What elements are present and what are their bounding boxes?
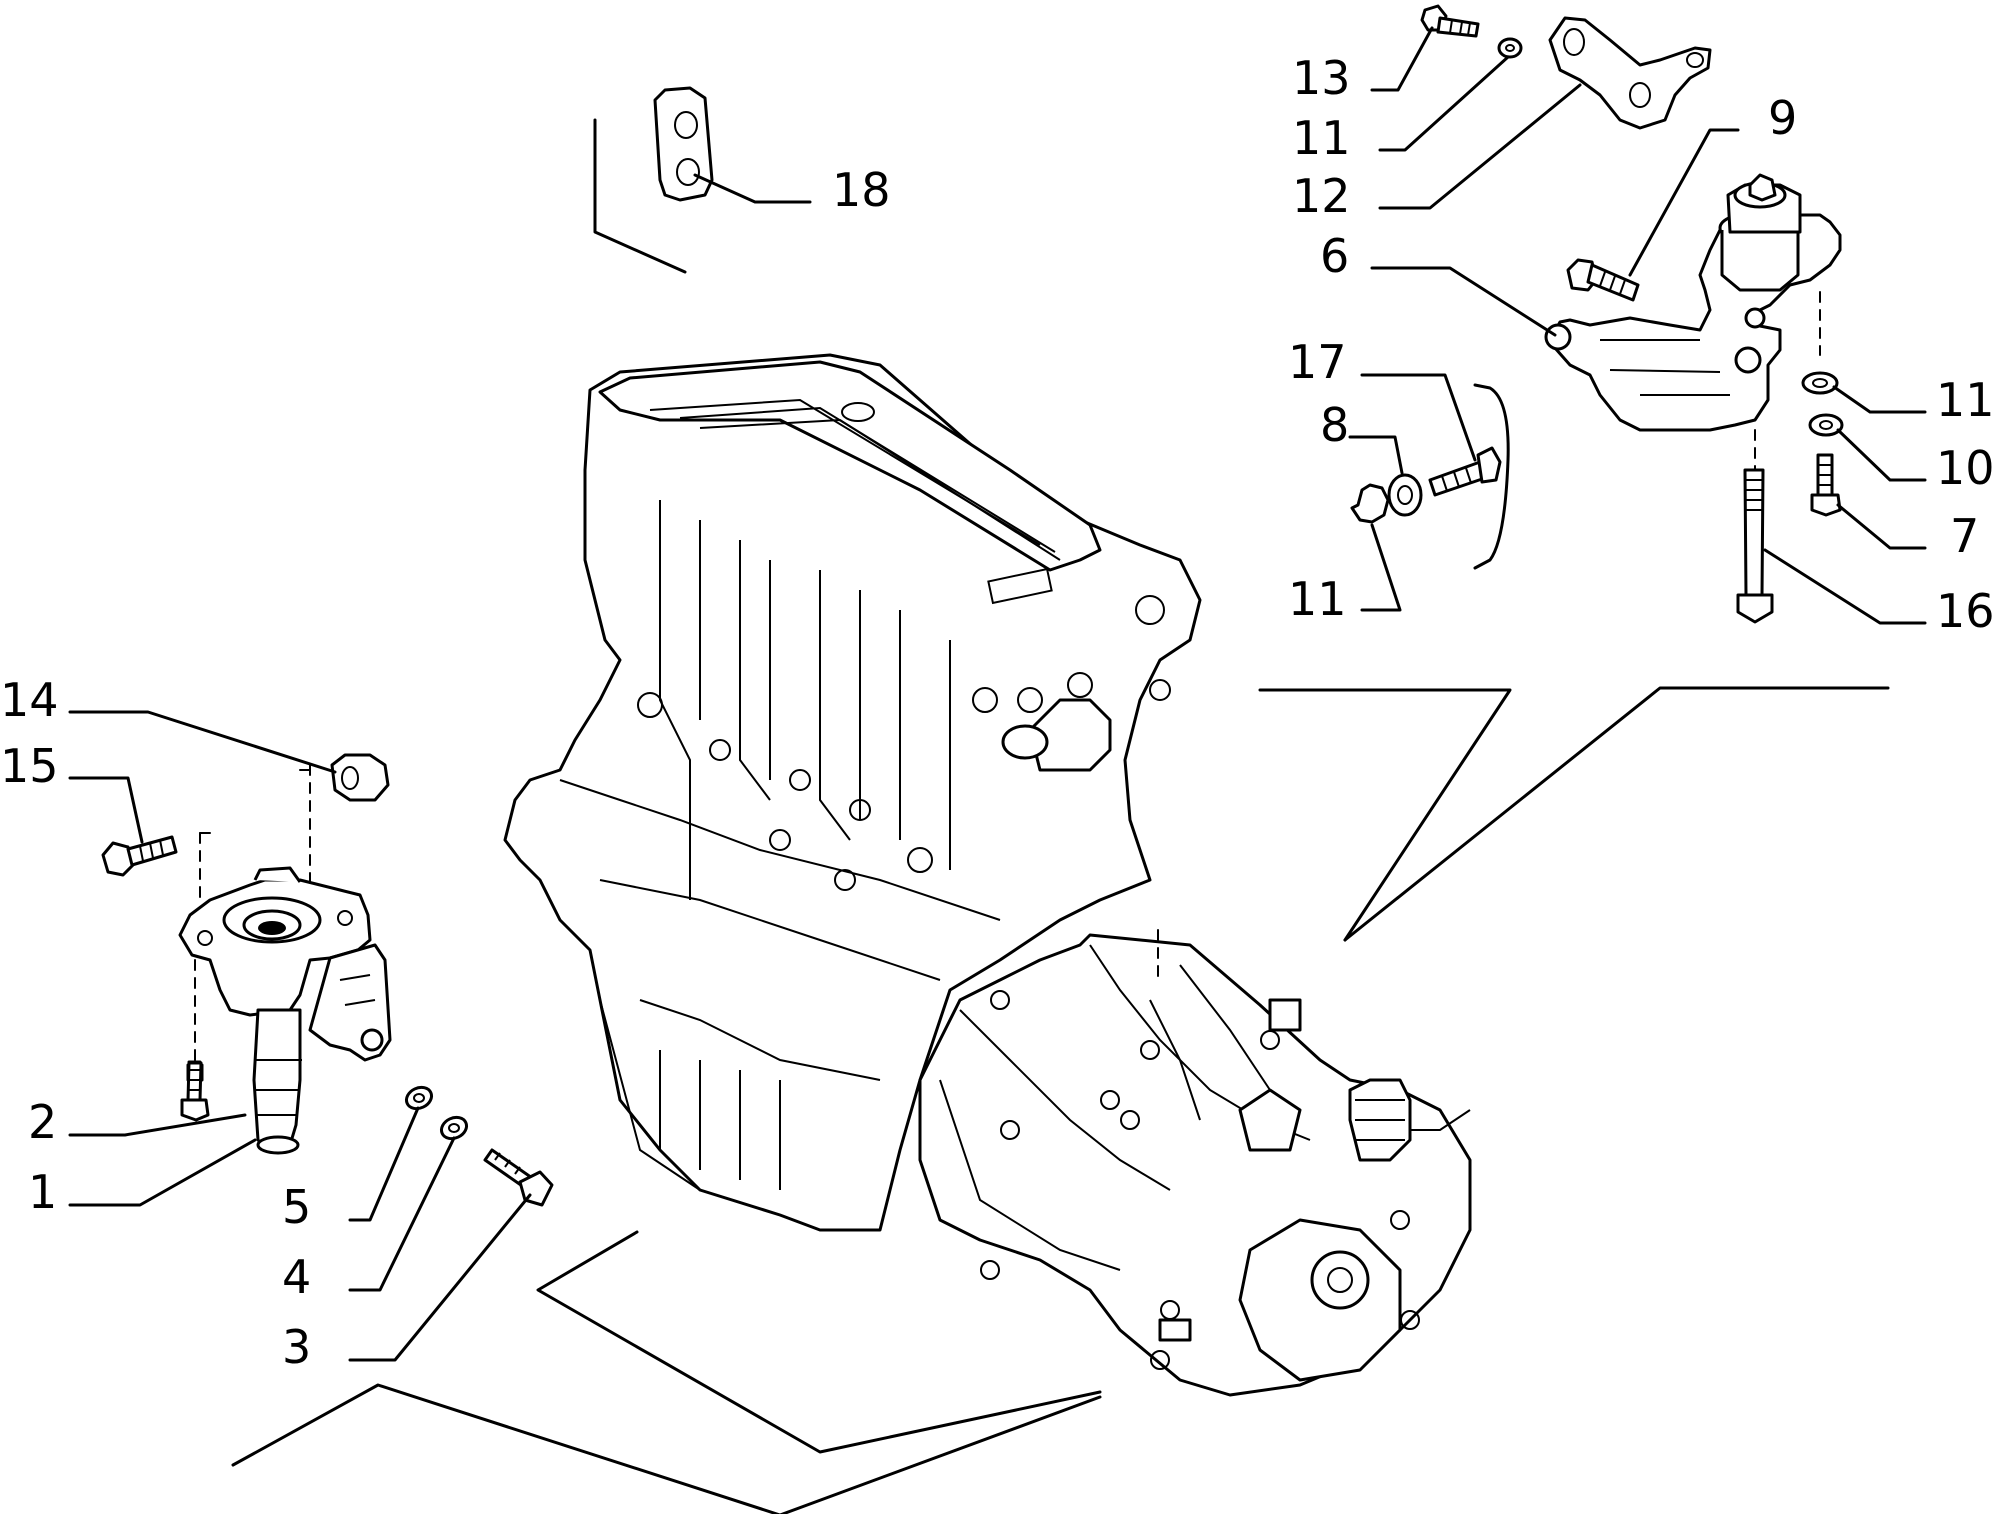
callout-10: 10 xyxy=(1936,441,1995,495)
washer-5 xyxy=(404,1085,434,1111)
callout-9: 9 xyxy=(1768,91,1797,145)
callout-4: 4 xyxy=(282,1250,311,1304)
callout-11-right: 11 xyxy=(1936,373,1995,427)
callout-7: 7 xyxy=(1950,509,1979,563)
callout-8: 8 xyxy=(1320,398,1349,452)
washer-10 xyxy=(1808,413,1844,437)
washer-4 xyxy=(439,1115,469,1141)
washer-11-top xyxy=(1497,37,1523,59)
callout-13: 13 xyxy=(1292,51,1351,105)
washer-11-right xyxy=(1801,371,1839,395)
callout-2: 2 xyxy=(28,1095,57,1149)
bolt-15 xyxy=(101,835,178,877)
callout-11-left: 11 xyxy=(1288,572,1347,626)
callout-6: 6 xyxy=(1320,229,1349,283)
callout-3: 3 xyxy=(282,1320,311,1374)
callout-14: 14 xyxy=(0,673,59,727)
callout-11-top: 11 xyxy=(1292,111,1351,165)
engine-block xyxy=(503,353,1202,1232)
callout-16: 16 xyxy=(1936,584,1995,638)
guide-lines xyxy=(194,118,1890,1514)
gearbox xyxy=(918,933,1472,1397)
bolt-2 xyxy=(180,1060,210,1122)
bracket-leader-curve xyxy=(1473,383,1510,570)
callout-labels: 1 2 3 4 5 14 15 18 13 11 12 9 6 17 8 11 … xyxy=(0,51,1995,1374)
bolt-7 xyxy=(1810,453,1842,517)
right-engine-mount xyxy=(1544,173,1842,432)
callout-17: 17 xyxy=(1288,335,1347,389)
washer-11-left xyxy=(1350,483,1390,524)
plate-18 xyxy=(653,86,714,202)
callout-18: 18 xyxy=(832,163,891,217)
left-engine-mount xyxy=(178,866,392,1155)
callout-1: 1 xyxy=(28,1165,57,1219)
bolt-3 xyxy=(483,1148,554,1207)
bracket-12 xyxy=(1548,16,1712,130)
callout-5: 5 xyxy=(282,1180,311,1234)
callout-12: 12 xyxy=(1292,169,1351,223)
bolt-17 xyxy=(1428,446,1502,497)
leader-lines xyxy=(68,26,1927,1362)
bolt-16 xyxy=(1736,468,1774,624)
bolt-9 xyxy=(1566,258,1640,302)
callout-15: 15 xyxy=(0,739,59,793)
washer-8 xyxy=(1387,473,1423,517)
nut-14 xyxy=(330,753,390,802)
bolt-13 xyxy=(1420,4,1480,38)
